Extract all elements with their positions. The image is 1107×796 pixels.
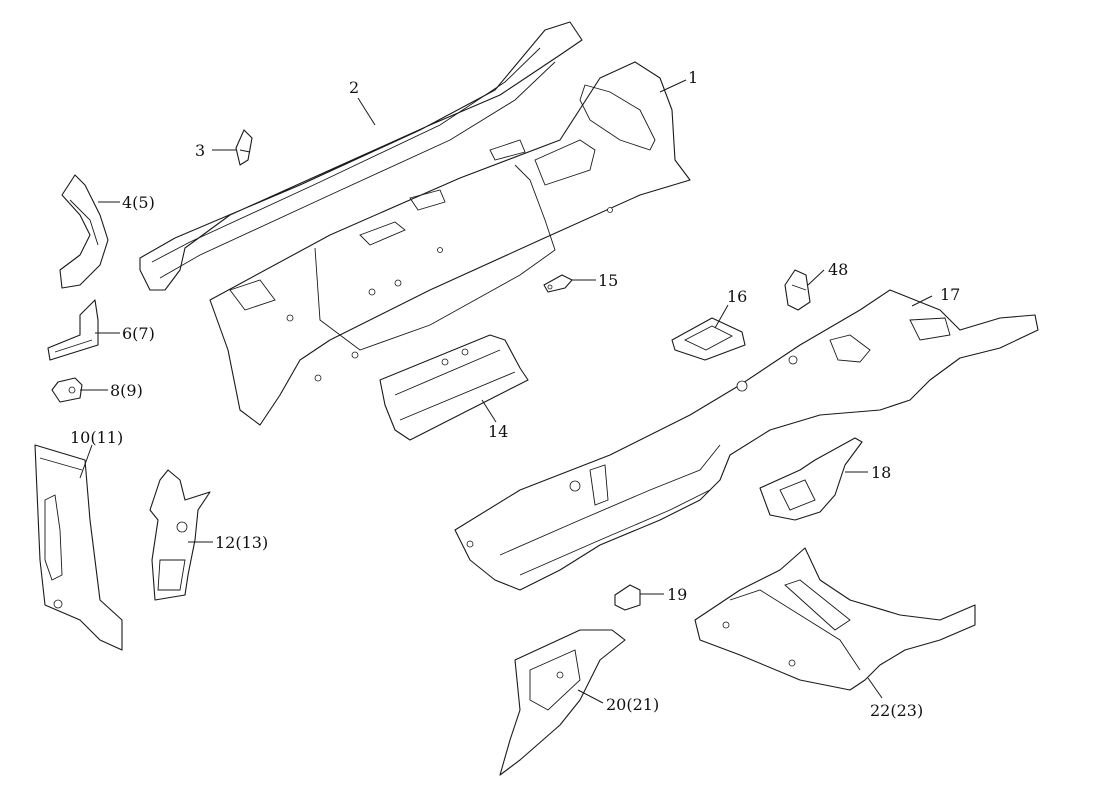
leader-10 — [79, 444, 93, 479]
part-14-bracket-plate[interactable] — [379, 334, 529, 441]
label-2: 2 — [349, 78, 359, 97]
callout-labels: 1 2 3 4(5) 6(7) 8(9) 10(11) 12(13) 14 15… — [70, 68, 960, 720]
leader-48 — [807, 269, 825, 286]
part-48-latch[interactable] — [784, 269, 811, 311]
label-18: 18 — [871, 463, 891, 482]
leader-1 — [659, 79, 687, 93]
label-14: 14 — [488, 422, 508, 441]
label-3: 3 — [195, 141, 205, 160]
leader-lines — [79, 79, 933, 704]
leader-2 — [357, 97, 376, 126]
leader-22 — [867, 677, 883, 699]
leader-14 — [481, 399, 497, 423]
part-16-access-cover[interactable] — [671, 317, 746, 361]
label-22-23: 22(23) — [870, 701, 923, 720]
part-4-side-brace[interactable] — [59, 174, 109, 289]
label-6-7: 6(7) — [122, 324, 155, 343]
leader-17 — [911, 295, 933, 307]
label-4-5: 4(5) — [122, 193, 155, 212]
label-8-9: 8(9) — [110, 381, 143, 400]
part-18-seat-bracket[interactable] — [759, 437, 863, 521]
label-10-11: 10(11) — [70, 428, 123, 447]
part-20-rear-side-panel[interactable] — [499, 629, 626, 776]
part-15-small-clip[interactable] — [543, 274, 573, 293]
label-17: 17 — [940, 285, 960, 304]
label-20-21: 20(21) — [606, 695, 659, 714]
part-8-clip[interactable] — [51, 377, 83, 403]
label-12-13: 12(13) — [215, 533, 268, 552]
leader-20 — [577, 689, 604, 704]
part-2-cowl-cross-member[interactable] — [139, 21, 583, 291]
part-1-dash-panel[interactable] — [209, 61, 691, 426]
leader-16 — [714, 304, 729, 329]
part-17-front-floor[interactable] — [454, 289, 1039, 591]
label-1: 1 — [688, 68, 698, 87]
part-10-side-pillar[interactable] — [34, 444, 123, 651]
part-19-plug[interactable] — [614, 584, 641, 611]
label-48: 48 — [828, 260, 848, 279]
part-6-l-bracket[interactable] — [47, 299, 99, 361]
part-3-bracket[interactable] — [235, 129, 253, 166]
label-19: 19 — [667, 585, 687, 604]
part-12-a-pillar-reinforcement[interactable] — [149, 469, 211, 601]
label-15: 15 — [598, 271, 618, 290]
part-22-rear-floor[interactable] — [694, 547, 976, 691]
label-16: 16 — [727, 287, 747, 306]
